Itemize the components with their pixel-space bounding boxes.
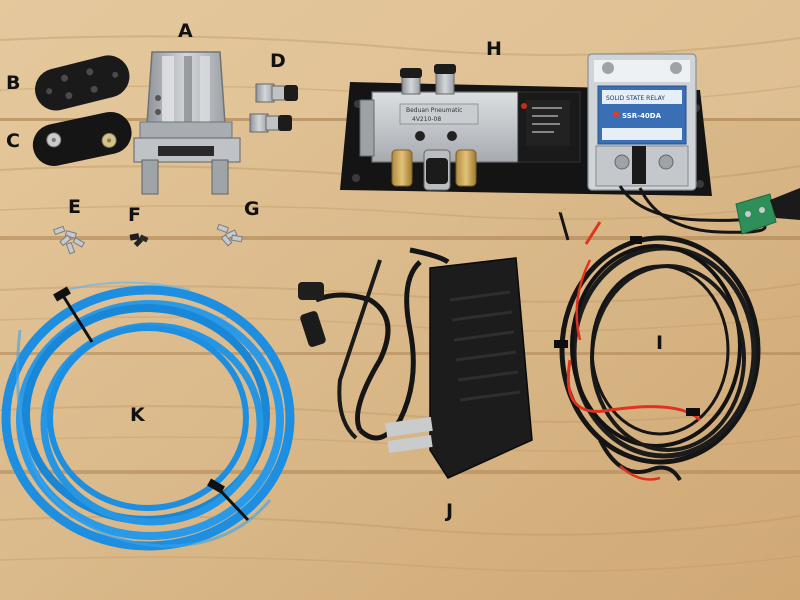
label-k: K [130,404,145,426]
valve-brand-text: Beduan Pneumatic [406,107,462,114]
label-h: H [486,38,502,60]
relay-title-text: SOLID STATE RELAY [606,95,665,102]
power-adapter [298,247,533,479]
label-b: B [6,72,21,94]
pneumatic-gripper [133,51,241,195]
label-f: F [128,204,141,226]
relay-model-text: SSR-40DA [622,112,662,120]
screws-set-e [52,225,86,255]
screws-set-g [216,223,243,247]
label-j: J [446,500,454,522]
label-g: G [244,198,260,220]
label-d: D [270,50,286,72]
black-mounting-plate-flat [35,55,130,111]
push-in-fittings [249,83,298,133]
terminal-connector [618,185,800,235]
label-i: I [656,332,664,354]
label-e: E [68,196,81,218]
black-mounting-plate-with-screws [32,111,132,167]
label-a: A [178,20,193,42]
valve-model-text: 4V210-08 [412,116,441,123]
blue-tubing-coil [1,281,295,551]
label-c: C [6,130,20,152]
screws-set-f [129,233,149,247]
valve-relay-assembly: Beduan Pneumatic 4V210-08 SOLID S [340,53,712,196]
wire-harness-coil [554,207,761,482]
